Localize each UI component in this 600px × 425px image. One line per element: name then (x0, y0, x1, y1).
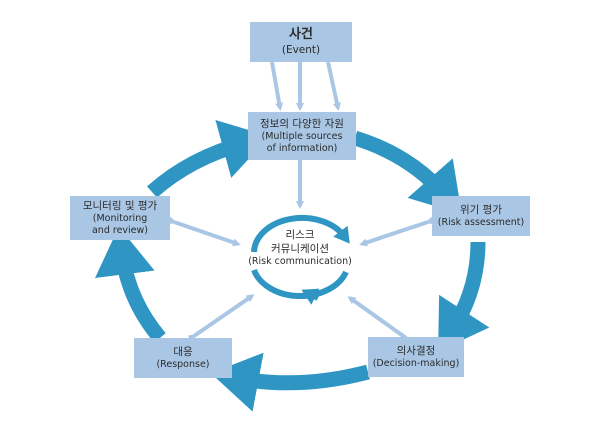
event-label-ko: 사건 (289, 27, 313, 43)
center-label-en: (Risk communication) (248, 256, 352, 268)
sources-label-ko: 정보의 다양한 자원 (260, 117, 344, 130)
risk-assessment-box: 위기 평가 (Risk assessment) (432, 196, 530, 236)
risk-communication-label: 리스크 커뮤니케이션 (Risk communication) (248, 229, 352, 269)
center-ring-lower-arc (251, 268, 349, 300)
sources-label-en-2: of information) (266, 142, 338, 154)
sources-label-en-1: (Multiple sources (261, 130, 343, 142)
decision-label-en: (Decision-making) (372, 357, 460, 369)
monitoring-label-en-1: (Monitoring (92, 212, 148, 224)
cycle-arrow-decision-to-response (210, 352, 370, 412)
risk-assessment-label-ko: 위기 평가 (460, 203, 502, 216)
event-label-en: (Event) (281, 43, 321, 56)
response-box: 대응 (Response) (134, 338, 232, 378)
cycle-arrow-monitoring-to-sources (147, 119, 270, 198)
center-ring-lower-head (301, 288, 320, 305)
center-label-ko-2: 커뮤니케이션 (271, 242, 329, 255)
event-arrow-left (270, 61, 284, 111)
risk-assessment-label-en: (Risk assessment) (437, 216, 525, 228)
response-label-en: (Response) (156, 358, 210, 370)
center-connectors (167, 155, 435, 345)
response-label-ko: 대응 (173, 345, 193, 358)
cycle-arrow-sources-to-assessment (352, 130, 462, 215)
monitoring-label-en-2: and review) (91, 224, 149, 236)
center-ring-upper-arc (251, 214, 350, 253)
decision-making-box: 의사결정 (Decision-making) (368, 337, 464, 377)
center-ring (251, 214, 350, 305)
monitoring-label-ko: 모니터링 및 평가 (82, 199, 158, 212)
center-label-ko-1: 리스크 (285, 229, 315, 241)
cycle-arrow-assessment-to-decision (438, 241, 490, 352)
connector-assessment (359, 216, 435, 247)
monitoring-box: 모니터링 및 평가 (Monitoring and review) (70, 196, 170, 240)
cycle-arrows (95, 119, 490, 412)
event-arrow-right (326, 61, 341, 111)
connector-decision (347, 296, 413, 345)
connector-monitoring (167, 216, 241, 247)
cycle-arrow-response-to-monitoring (95, 226, 166, 343)
event-arrows (270, 61, 341, 111)
decision-label-ko: 의사결정 (396, 344, 436, 357)
sources-box: 정보의 다양한 자원 (Multiple sources of informat… (248, 112, 356, 160)
event-box: 사건 (Event) (250, 22, 352, 62)
connector-response (187, 294, 255, 343)
